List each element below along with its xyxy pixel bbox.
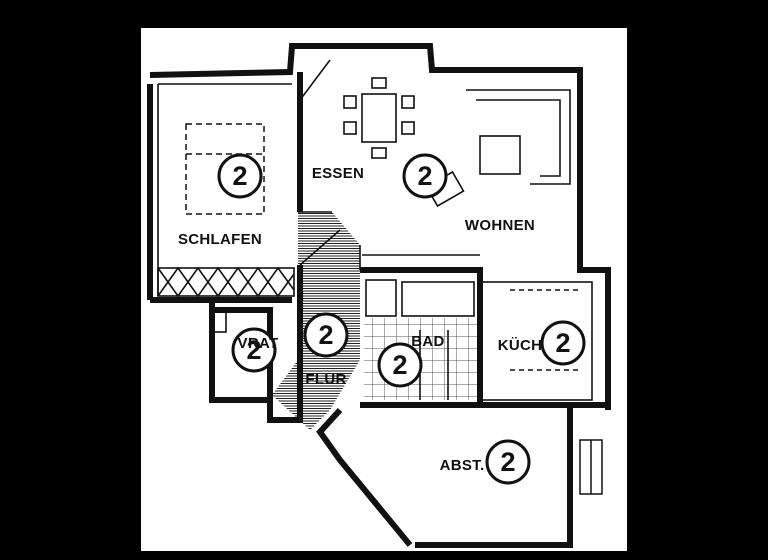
room-label-abst: ABST. [440, 457, 485, 474]
bed-outline [185, 123, 265, 215]
room-marker-circle [303, 312, 349, 358]
room-marker-circle [377, 342, 423, 388]
room-marker-circle [540, 320, 586, 366]
room-label-flur: FLUR [305, 371, 346, 388]
room-marker-number: 2 [417, 161, 432, 191]
room-marker-number: 2 [555, 328, 570, 358]
room-marker-number: 2 [232, 161, 247, 191]
room-label-schlafen: SCHLAFEN [178, 231, 262, 248]
room-marker-kueche: 2 [540, 320, 586, 366]
room-marker-abst: 2 [485, 439, 531, 485]
room-label-essen: ESSEN [312, 165, 364, 182]
room-label-vorrat: VRAT [238, 335, 279, 352]
room-marker-bad: 2 [377, 342, 423, 388]
room-marker-number: 2 [246, 335, 261, 365]
room-marker-schlafen: 2 [217, 153, 263, 199]
room-marker-circle [402, 153, 448, 199]
room-label-kueche: KÜCH [498, 337, 543, 354]
window-band [157, 266, 295, 298]
walls [147, 43, 611, 548]
sofa-group [425, 89, 571, 208]
room-marker-vorrat: 2 [231, 327, 277, 373]
dining-table [343, 77, 415, 159]
room-marker-essen: 2 [402, 153, 448, 199]
room-marker-circle [485, 439, 531, 485]
kitchen-fittings [510, 289, 580, 371]
room-label-wohnen: WOHNEN [465, 217, 535, 234]
inner-lines [157, 59, 593, 401]
room-marker-circle [217, 153, 263, 199]
room-marker-flur: 2 [303, 312, 349, 358]
room-marker-number: 2 [318, 320, 333, 350]
window-right [579, 439, 603, 495]
room-marker-circle [231, 327, 277, 373]
room-marker-number: 2 [500, 447, 515, 477]
room-marker-number: 2 [392, 350, 407, 380]
room-label-bad: BAD [411, 333, 444, 350]
